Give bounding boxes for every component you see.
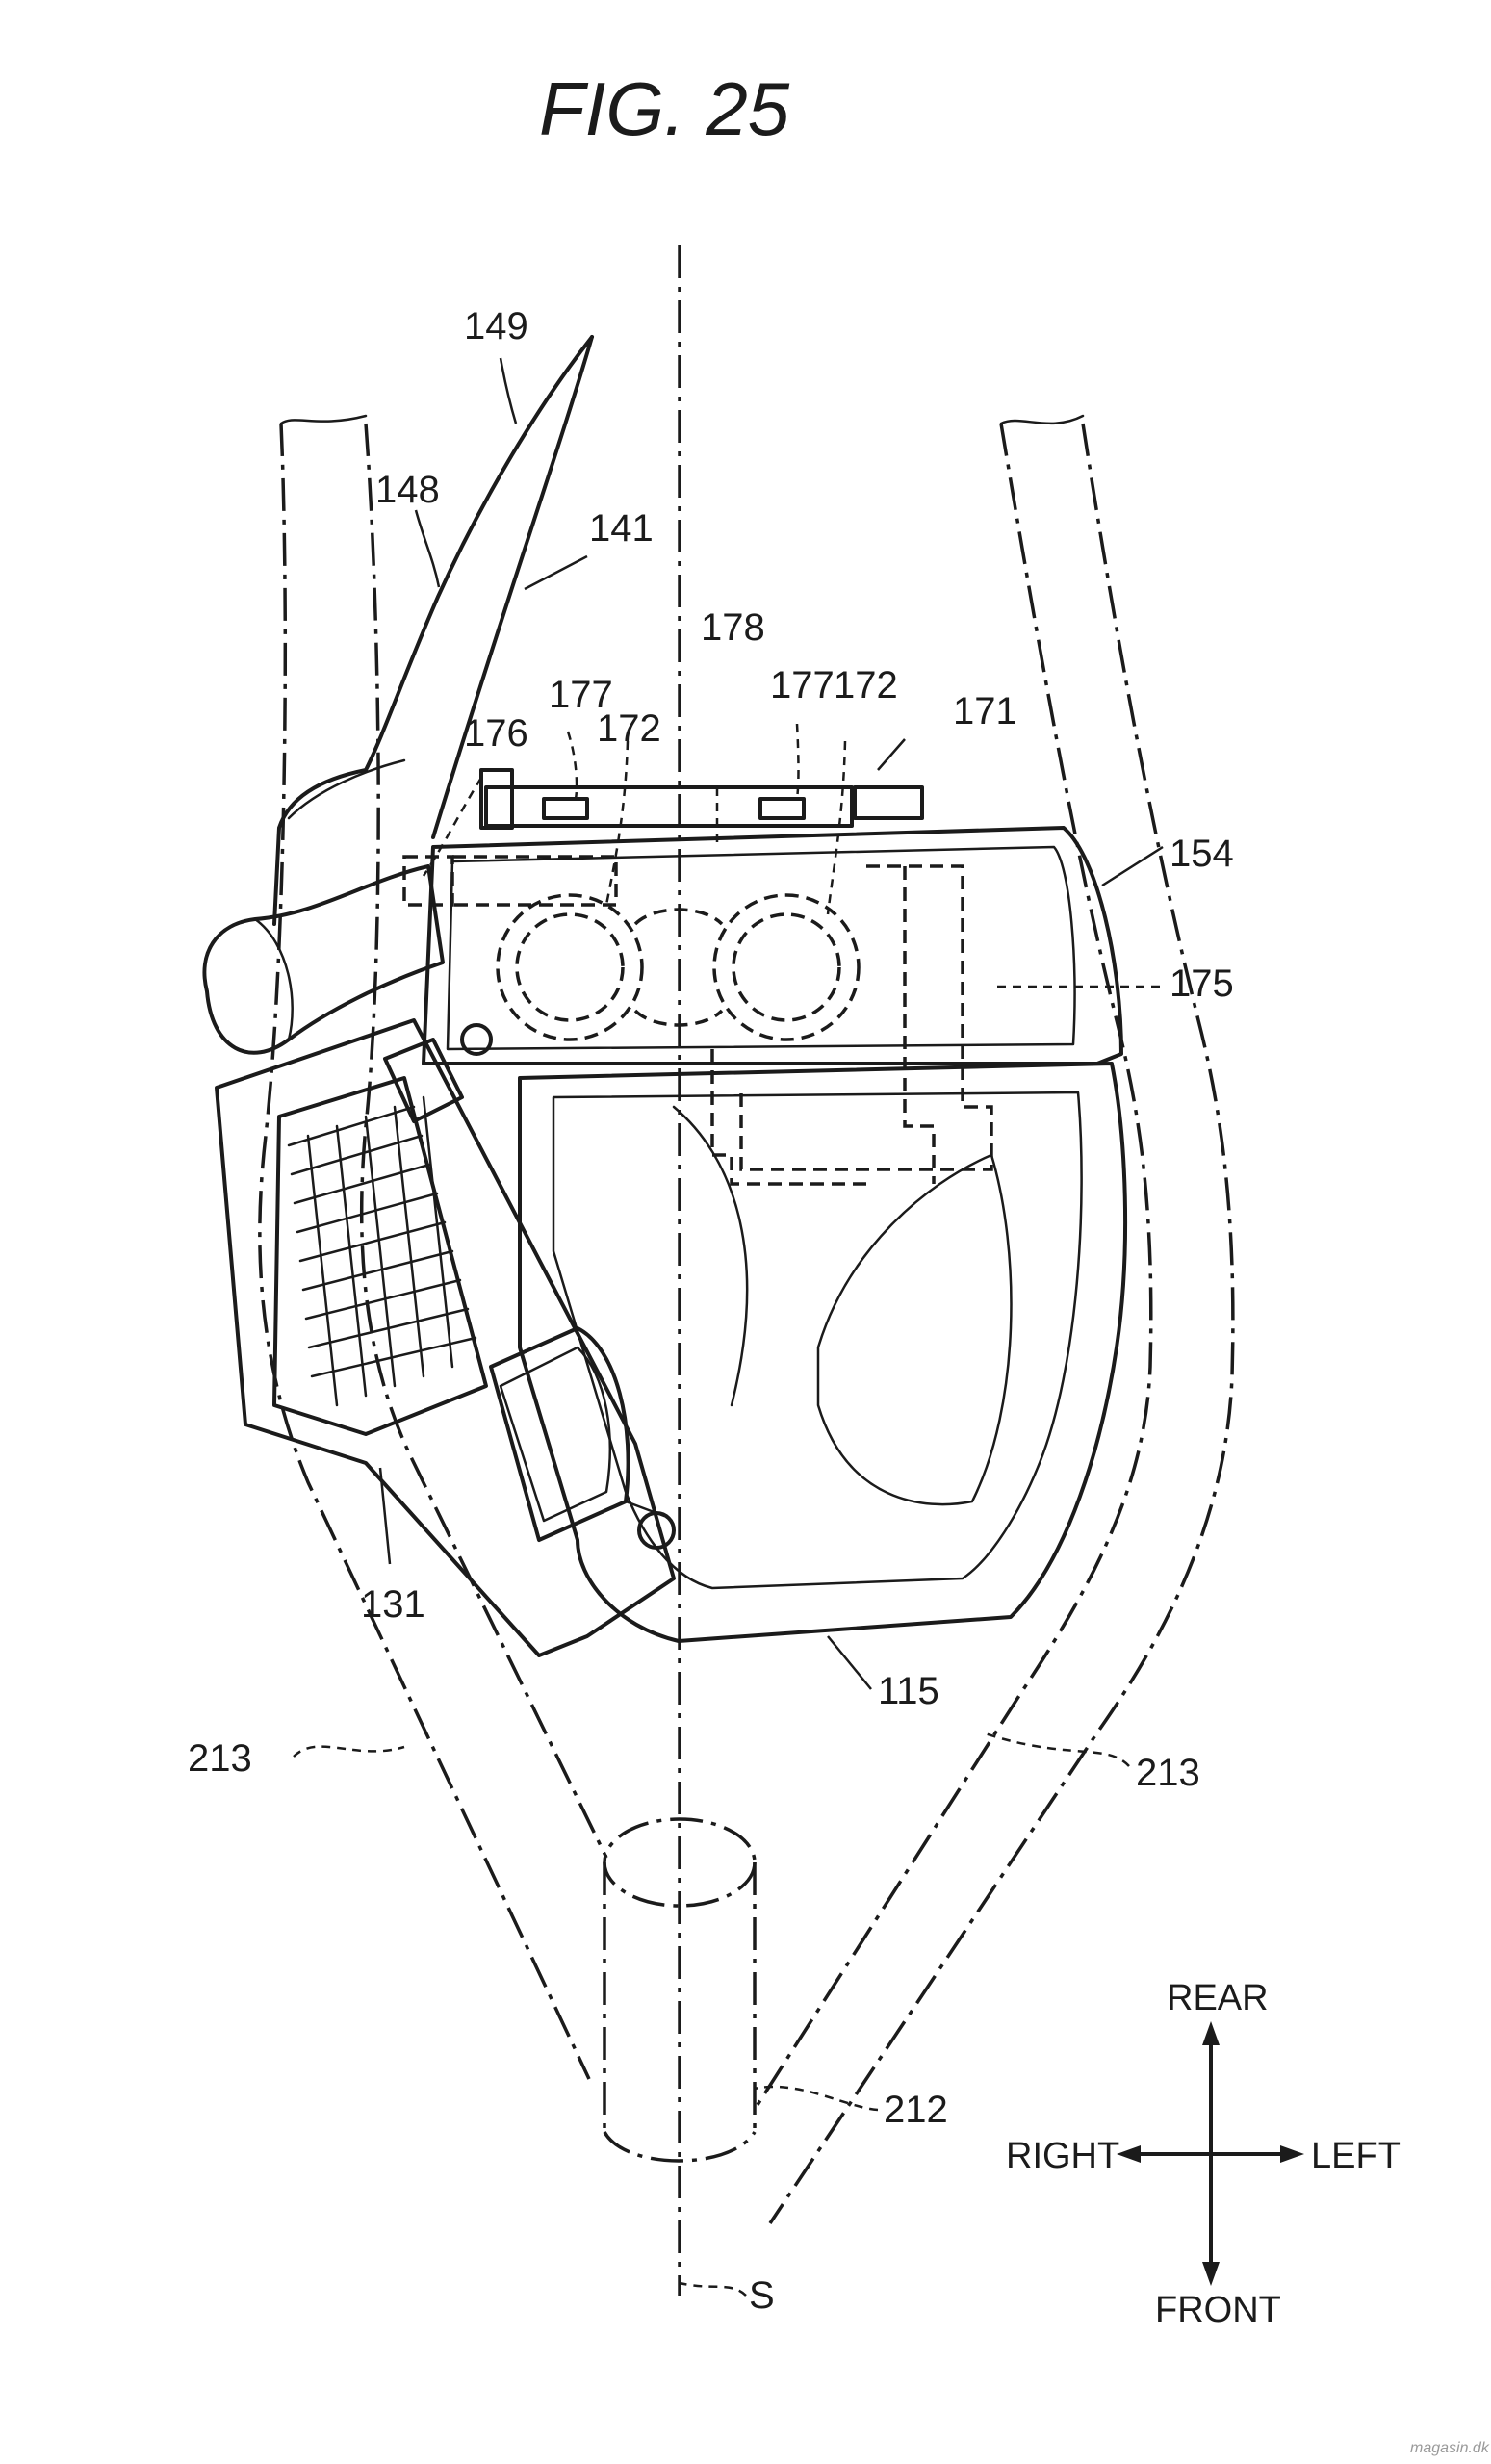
elbow-duct [202, 864, 445, 1055]
label-171: 171 [953, 690, 1017, 732]
watermark: magasin.dk [1410, 2440, 1490, 2456]
label-213-right: 213 [1136, 1752, 1200, 1794]
label-212: 212 [884, 2089, 948, 2131]
frame-members-213 [258, 414, 1235, 2224]
radiator-131 [215, 1018, 676, 1657]
hidden-internals [402, 855, 993, 1186]
label-175: 175 [1170, 962, 1234, 1005]
label-148: 148 [375, 469, 440, 511]
label-176: 176 [464, 712, 528, 755]
leader-lines [293, 357, 1164, 2297]
label-s: S [749, 2274, 775, 2317]
label-172-left: 172 [597, 707, 661, 750]
steering-shaft-212 [603, 1817, 757, 2163]
intake-duct-141 [272, 335, 594, 926]
label-115: 115 [878, 1670, 939, 1712]
direction-left: LEFT [1311, 2136, 1401, 2176]
arrow-down-icon [1202, 2262, 1220, 2286]
label-213-left: 213 [188, 1737, 252, 1780]
label-149: 149 [464, 305, 528, 347]
arrow-right-icon [1280, 2145, 1304, 2163]
arrow-left-icon [1117, 2145, 1141, 2163]
label-172-right: 172 [834, 664, 898, 706]
air-cleaner-box-154 [422, 826, 1123, 1065]
label-154: 154 [1170, 833, 1234, 875]
reference-labels: 149 148 141 178 177 177 172 172 171 176 … [188, 305, 1234, 2317]
direction-indicator: REAR FRONT RIGHT LEFT [1006, 1978, 1401, 2330]
direction-rear: REAR [1167, 1978, 1269, 2018]
direction-right: RIGHT [1006, 2136, 1119, 2176]
arrow-up-icon [1202, 2021, 1220, 2045]
direction-front: FRONT [1155, 2290, 1281, 2330]
label-178: 178 [701, 606, 765, 649]
label-131: 131 [361, 1583, 425, 1626]
air-cleaner-case-115 [518, 1062, 1128, 1643]
label-141: 141 [589, 507, 654, 550]
plate-178 [479, 768, 924, 830]
figure-title: FIG. 25 [539, 66, 790, 151]
label-177-left: 177 [549, 674, 613, 716]
label-177-right: 177 [770, 664, 835, 706]
